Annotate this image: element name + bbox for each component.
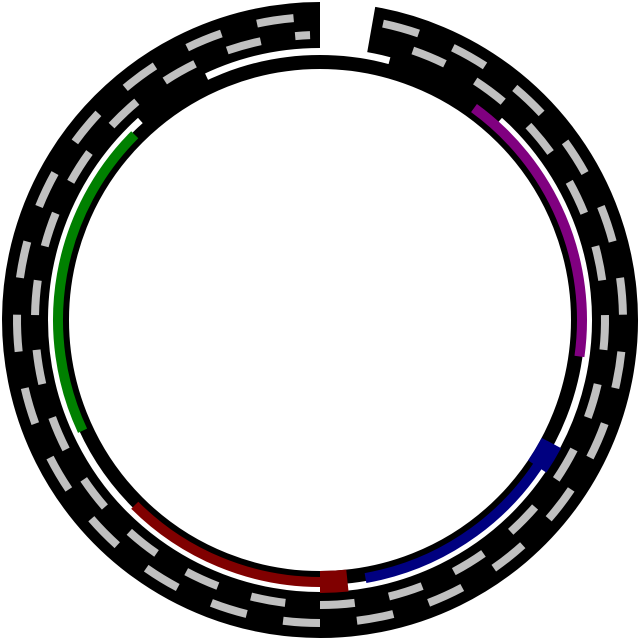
inner-dash-segment [411,46,447,68]
outer-dash-segment [597,204,617,243]
inner-dash-segment [584,383,602,419]
inner-dash-segment [31,279,42,316]
inner-dash-segment [184,568,220,590]
inner-dash-segment [451,550,486,576]
outer-dash-segment [512,84,545,117]
inner-dash-segment [552,447,578,482]
blue-arc [364,440,556,583]
outer-dash-segment [451,44,488,70]
inner-dash-segment [80,477,108,510]
block-left [133,68,212,129]
outer-dash-segment [545,487,575,522]
outer-dash-segment [46,455,73,492]
inner-dash-segment [162,60,197,85]
outer-dash-segment [256,14,294,28]
outer-dash-segment [382,19,420,38]
inner-dash-segment [473,77,506,105]
outer-dash-segment [185,29,223,52]
inner-track-ring [55,55,585,585]
inner-dash-segment [591,245,607,281]
inner-dash-segment [508,504,539,535]
outer-dash-segment [611,351,626,390]
green-arc [53,131,139,433]
block-right [386,51,507,129]
inner-dash-segment [32,349,47,386]
outer-dash-segment [356,610,395,625]
inner-dash-segment [387,582,424,601]
inner-dash-segment [48,416,70,452]
outer-dash-segment [71,110,102,145]
outer-dash-segment [35,171,59,209]
outer-dash-segment [20,387,40,425]
inner-dash-segment [108,98,140,129]
outer-dash-segment [282,616,321,627]
outer-dash-segment [427,583,465,607]
outer-dash-segment [491,542,526,572]
inner-dash-segment [565,179,588,215]
inner-dash-segment [40,211,60,248]
outer-dash-segment [586,422,609,460]
inner-dash-segment [126,528,159,557]
outer-dash-segment [13,314,23,353]
inner-dash-segment [67,150,93,184]
colored-arcs-group [53,103,587,593]
inner-dash-segment [319,598,356,610]
inner-dash-segment [525,122,554,155]
inner-dash-segment [225,37,262,55]
outer-dash-segment [15,240,32,279]
outer-dash-segment [209,599,248,618]
outer-dash-segment [143,564,180,592]
outer-dash-segment [616,277,627,315]
outer-dash-segment [88,516,120,549]
inner-dash-segment [250,592,286,607]
red-arc [131,501,321,587]
red-arc-head [319,569,349,593]
outer-dash-segment [561,139,589,176]
blue-arc-head [528,437,562,473]
inner-dash-segment [599,314,609,351]
outer-dash-segment [122,62,158,91]
purple-arc [471,103,587,358]
inner-dash-segment [294,31,311,41]
